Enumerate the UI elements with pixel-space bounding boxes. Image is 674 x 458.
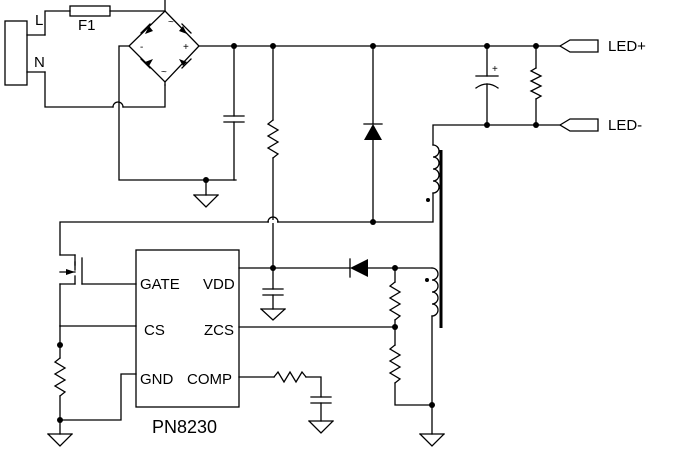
input-capacitor	[223, 45, 245, 181]
pin-gnd-label: GND	[140, 371, 174, 388]
crossover-gap	[269, 220, 277, 223]
pin-gate-label: GATE	[140, 276, 180, 293]
line-label: L	[35, 12, 43, 29]
bridge-negative-wire	[118, 45, 237, 208]
bridge-neg-label: -	[140, 42, 143, 53]
line-wire	[44, 10, 166, 36]
wire-crossover	[267, 216, 279, 223]
fuse-label: F1	[78, 17, 96, 34]
winding-dot	[426, 198, 430, 202]
ground-symbol	[419, 433, 445, 447]
controller-ic	[135, 249, 240, 408]
led-minus-label: LED-	[608, 117, 642, 134]
junction	[203, 177, 209, 183]
junction	[484, 122, 490, 128]
led-plus-label: LED+	[608, 38, 646, 55]
freewheel-diode	[363, 45, 383, 223]
bridge-ac-top: ~	[168, 17, 174, 28]
pin-vdd-label: VDD	[203, 276, 235, 293]
led-minus-wire	[432, 124, 561, 146]
pin-zcs-label: ZCS	[204, 322, 234, 339]
aux-winding	[431, 267, 439, 435]
junction	[429, 402, 435, 408]
sense-resistor	[53, 344, 67, 435]
junction	[392, 324, 398, 330]
cap-polarity-label: +	[492, 64, 498, 75]
ac-input-connector	[4, 20, 46, 86]
fuse-f1	[69, 5, 111, 17]
bridge-ac-bottom: ~	[161, 67, 167, 78]
gnd-wire	[59, 373, 137, 421]
led-minus-terminal	[558, 118, 599, 132]
bleeder-resistor	[529, 45, 543, 126]
mosfet	[59, 254, 137, 327]
bridge-pos-label: +	[183, 42, 189, 53]
bridge-rectifier	[128, 0, 200, 86]
junction	[370, 219, 376, 225]
junction	[533, 122, 539, 128]
comp-network	[238, 370, 334, 434]
zcs-divider-bottom	[388, 344, 433, 406]
ground-symbol	[47, 433, 73, 447]
aux-diode	[349, 258, 433, 278]
pin-cs-label: CS	[144, 322, 165, 339]
startup-resistor	[266, 45, 280, 269]
zcs-divider-top	[388, 267, 402, 346]
cs-wire	[59, 325, 137, 346]
ic-name-label: PN8230	[152, 417, 217, 437]
pin-comp-label: COMP	[187, 371, 232, 388]
vdd-capacitor	[260, 267, 286, 321]
winding-dot	[425, 278, 429, 282]
neutral-wire	[44, 71, 166, 108]
led-plus-terminal	[558, 39, 599, 53]
main-inductor	[59, 144, 440, 256]
neutral-label: N	[34, 54, 45, 71]
output-capacitor	[475, 45, 499, 126]
